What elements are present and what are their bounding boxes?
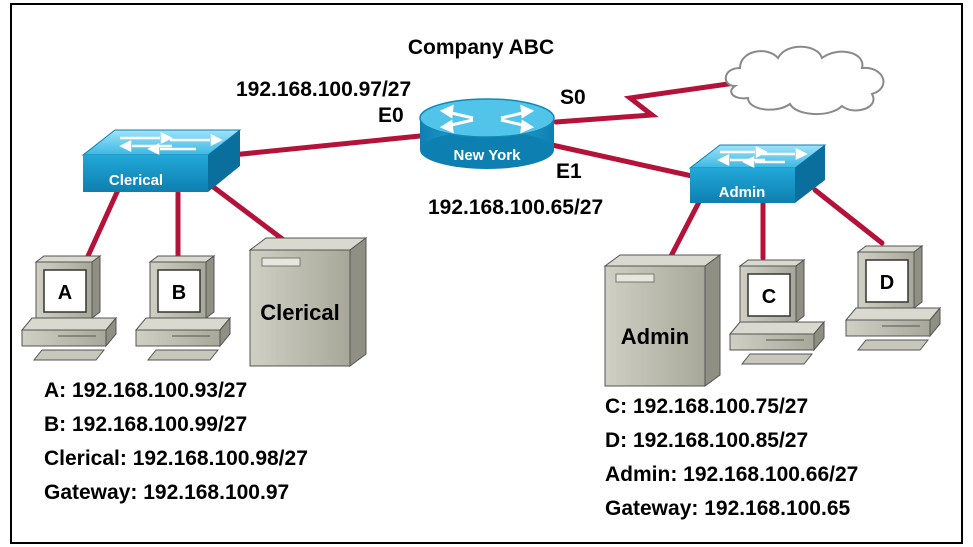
link-clerical-switch-pc-a	[85, 187, 121, 259]
right-info-line: Gateway: 192.168.100.65	[605, 497, 851, 520]
router-e0-label: E0	[378, 104, 404, 127]
left-info-line: A: 192.168.100.93/27	[44, 379, 247, 402]
link-admin-switch-pc-d	[812, 187, 885, 246]
left-info-line: Gateway: 192.168.100.97	[44, 481, 289, 504]
diagram-title: Company ABC	[408, 36, 554, 59]
router-name: New York	[454, 147, 522, 164]
link-router-s0-cloud	[553, 80, 738, 125]
link-router-admin-switch	[549, 142, 695, 179]
link-admin-switch-server	[667, 197, 703, 261]
right-info-line: C: 192.168.100.75/27	[605, 395, 808, 418]
router-e1-label: E1	[556, 160, 582, 183]
pc-icon-c: C	[728, 259, 826, 365]
pc-label-d: D	[880, 272, 894, 294]
left-info-line: B: 192.168.100.99/27	[44, 413, 247, 436]
server-label-clerical: Clerical	[260, 300, 340, 325]
left-address-list: A: 192.168.100.93/27 B: 192.168.100.99/2…	[44, 379, 308, 504]
right-info-line: D: 192.168.100.85/27	[605, 429, 808, 452]
router-e0-ip: 192.168.100.97/27	[236, 78, 411, 101]
pc-icon-b: B	[134, 255, 232, 361]
pc-label-a: A	[58, 282, 72, 304]
right-address-list: C: 192.168.100.75/27 D: 192.168.100.85/2…	[605, 395, 858, 520]
switch-name-clerical: Clerical	[109, 172, 163, 189]
right-info-line: Admin: 192.168.100.66/27	[605, 463, 858, 486]
pc-icon-d: D	[844, 245, 942, 351]
switch-icon-admin: Admin	[688, 144, 827, 203]
switch-name-admin: Admin	[719, 184, 766, 201]
cloud-icon	[724, 45, 885, 116]
pc-icon-a: A	[20, 255, 118, 361]
pc-label-c: C	[762, 286, 776, 308]
switch-icon-clerical: Clerical	[81, 129, 242, 192]
server-label-admin: Admin	[621, 324, 689, 349]
router-e1-ip: 192.168.100.65/27	[428, 196, 603, 219]
links	[85, 80, 885, 261]
link-clerical-switch-router	[229, 133, 423, 158]
link-clerical-switch-server	[209, 183, 288, 244]
router-s0-label: S0	[560, 86, 586, 109]
server-icon-admin: Admin	[603, 254, 722, 387]
router-icon: New York	[419, 98, 555, 169]
left-info-line: Clerical: 192.168.100.98/27	[44, 447, 308, 470]
pc-label-b: B	[172, 282, 186, 304]
server-icon-clerical: Clerical	[248, 237, 368, 367]
